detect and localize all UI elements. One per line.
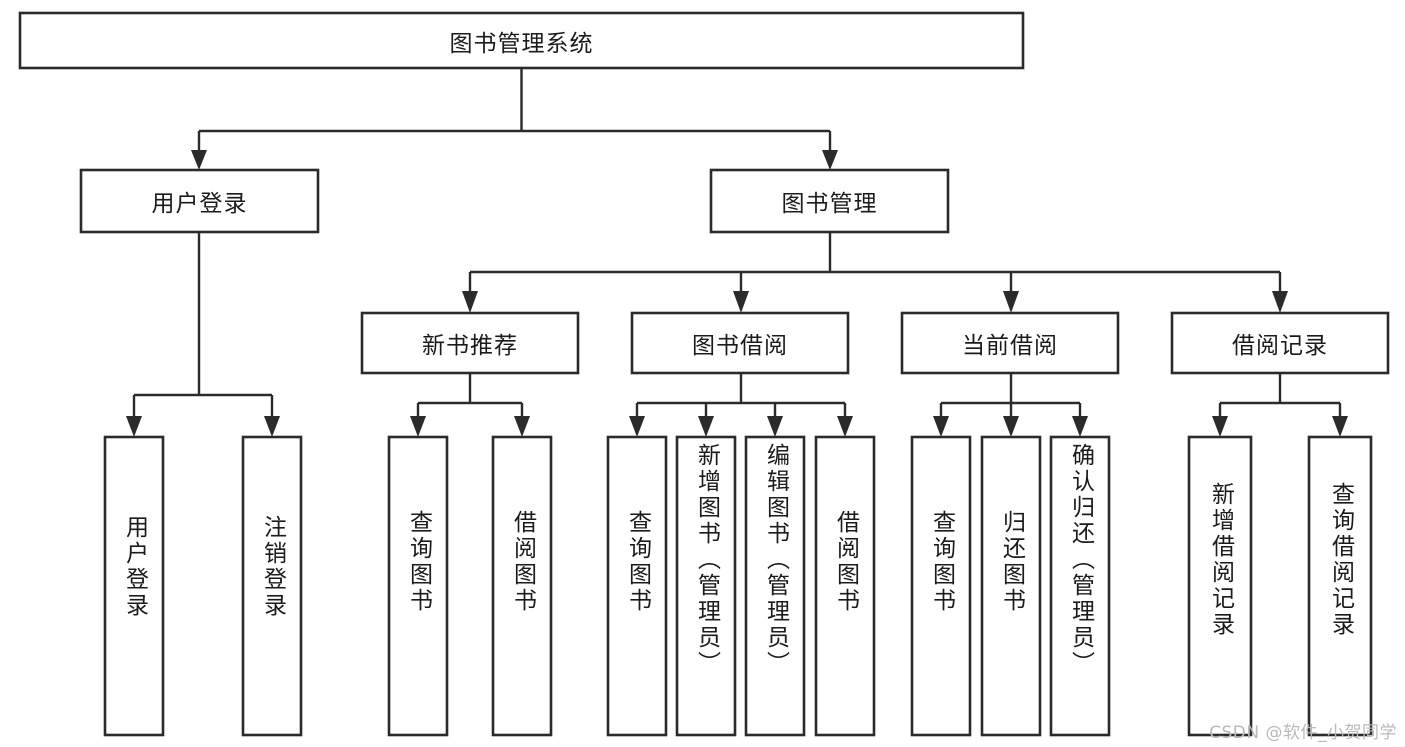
node-leaf-query-book-2[interactable] (606, 435, 668, 737)
node-leaf-query-book-3[interactable] (910, 435, 972, 737)
node-borrow-record[interactable] (1170, 311, 1390, 375)
node-new-book-recommend[interactable] (360, 311, 580, 375)
arrow-cb-leaf1 (933, 416, 949, 437)
node-user-login[interactable] (79, 168, 320, 234)
node-leaf-borrow-book-1[interactable] (491, 435, 553, 737)
node-current-borrow[interactable] (900, 311, 1120, 375)
node-leaf-edit-book-admin[interactable] (744, 435, 806, 737)
arrow-bb-leaf4 (837, 416, 853, 437)
arrow-nbr-leaf2 (514, 416, 530, 437)
node-leaf-add-borrow-record[interactable] (1187, 435, 1253, 737)
arrow-to-current-borrow (1003, 291, 1019, 313)
node-leaf-query-book-1[interactable] (387, 435, 449, 737)
arrow-root-to-book-management (822, 150, 838, 170)
arrow-bb-leaf3 (767, 416, 783, 437)
node-leaf-logout-login[interactable] (241, 435, 303, 737)
node-leaf-user-login[interactable] (103, 435, 165, 737)
node-leaf-return-book[interactable] (980, 435, 1042, 737)
arrow-bb-leaf2 (698, 416, 714, 437)
arrow-cb-leaf2 (1003, 416, 1019, 437)
arrow-to-book-borrow (733, 291, 749, 313)
arrow-cb-leaf3 (1072, 416, 1088, 437)
arrow-br-leaf2 (1332, 416, 1348, 437)
arrow-user-login-leaf1 (126, 416, 142, 437)
node-leaf-query-borrow-record[interactable] (1307, 435, 1373, 737)
node-leaf-borrow-book-2[interactable] (814, 435, 876, 737)
arrow-bb-leaf1 (629, 416, 645, 437)
arrow-to-new-book-recommend (462, 291, 478, 313)
node-book-management-system[interactable] (18, 11, 1025, 70)
arrow-br-leaf1 (1212, 416, 1228, 437)
node-book-borrow[interactable] (630, 311, 850, 375)
node-book-management[interactable] (709, 168, 950, 234)
arrow-user-login-leaf2 (264, 416, 280, 437)
arrow-to-borrow-record (1272, 291, 1288, 313)
node-leaf-confirm-return-admin[interactable] (1049, 435, 1111, 737)
arrow-root-to-user-login (191, 150, 207, 170)
arrow-nbr-leaf1 (410, 416, 426, 437)
node-leaf-add-book-admin[interactable] (675, 435, 737, 737)
